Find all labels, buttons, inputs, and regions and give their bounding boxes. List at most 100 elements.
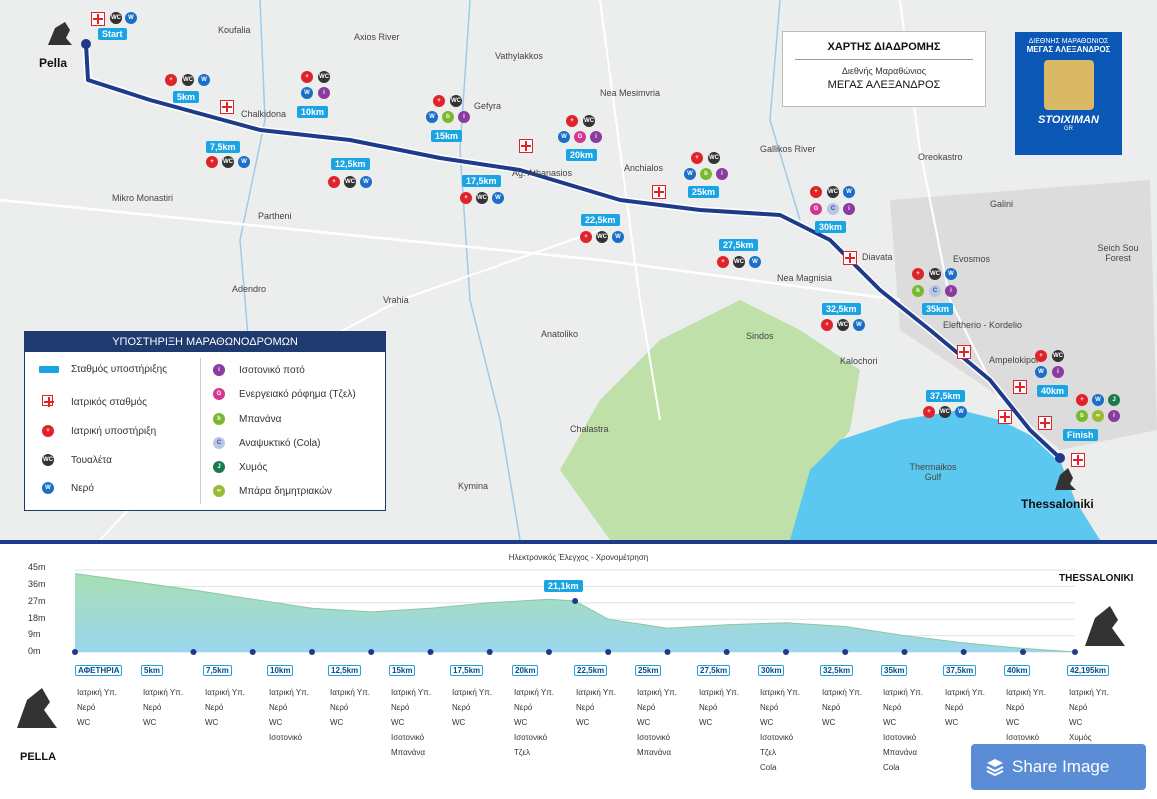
service-item: WC: [452, 718, 466, 727]
peak-marker: 21,1km: [544, 580, 583, 592]
place-label: Kymina: [458, 481, 489, 491]
city-area: [890, 180, 1157, 450]
start-city-label: Pella: [39, 56, 68, 70]
legend-item: Σταθμός υποστήριξης: [71, 364, 168, 375]
station-label: 7,5km: [203, 665, 232, 676]
place-label: Chalkidona: [241, 109, 287, 119]
gel-legend-icon: G: [213, 388, 225, 400]
medical-support-icon: +: [165, 74, 177, 86]
elevation-point: [842, 649, 849, 655]
share-image-label: Share Image: [1012, 757, 1110, 776]
service-item: Ισοτονικό: [269, 733, 303, 742]
toilet-legend-icon: WC: [42, 454, 54, 466]
legend-item: Ενεργειακό ρόφημα (Τζελ): [239, 389, 356, 400]
share-image-button[interactable]: Share Image: [971, 744, 1146, 790]
service-item: WC: [945, 718, 959, 727]
pella-statue-icon: [12, 680, 62, 730]
isotonic-icon: i: [716, 168, 728, 180]
water-icon: W: [426, 111, 438, 123]
place-label: Nea Magnisia: [777, 273, 833, 283]
service-item: WC: [391, 718, 405, 727]
profile-heading: Ηλεκτρονικός Έλεγχος - Χρονομέτρηση: [508, 553, 649, 562]
station-label: 22,5km: [574, 665, 608, 676]
logo-line1: ΔΙΕΘΝΗΣ ΜΑΡΑΘΩΝΙΟΣ: [1028, 38, 1109, 45]
place-label: Adendro: [232, 284, 267, 294]
banana-legend-icon: b: [213, 413, 225, 425]
place-label: Evosmos: [953, 254, 991, 264]
service-item: WC: [269, 718, 283, 727]
service-item: WC: [205, 718, 219, 727]
medical-support-icon: +: [1076, 394, 1088, 406]
service-item: Τζελ: [760, 748, 776, 757]
toilet-icon: WC: [450, 95, 462, 107]
water-icon: W: [1035, 366, 1047, 378]
station-label: 37,5km: [943, 665, 977, 676]
finish-marker: Finish: [1063, 429, 1098, 441]
service-item: WC: [883, 718, 897, 727]
sponsor-suffix: GR: [1064, 126, 1073, 132]
elevation-point: [546, 649, 552, 655]
elevation-point: [1020, 649, 1026, 655]
service-item: Ιατρική Υπ.: [330, 688, 370, 697]
medical-support-icon: +: [810, 186, 822, 198]
medical-support-icon: +: [691, 152, 703, 164]
cereal-bar-legend-icon: ∞: [213, 485, 225, 497]
medical-station-icon: [220, 100, 234, 114]
service-item: Ιατρική Υπ.: [883, 688, 923, 697]
service-item: Cola: [760, 763, 777, 772]
place-label: Gallikos River: [760, 144, 816, 154]
pella-statue-icon: [48, 22, 72, 45]
service-item: Νερό: [330, 703, 349, 712]
station-label: 42,195km: [1067, 665, 1110, 676]
service-item: Ιατρική Υπ.: [945, 688, 985, 697]
service-item: Νερό: [1006, 703, 1025, 712]
service-item: Ιατρική Υπ.: [514, 688, 554, 697]
place-label: Ampelokipoi: [989, 355, 1039, 365]
elevation-profile: Ηλεκτρονικός Έλεγχος - Χρονομέτρηση 45m …: [0, 540, 1157, 799]
service-item: Νερό: [391, 703, 410, 712]
place-label: Koufalia: [218, 25, 251, 35]
service-item: Ιατρική Υπ.: [269, 688, 309, 697]
elevation-point: [1072, 649, 1078, 655]
water-legend-icon: W: [42, 482, 54, 494]
service-item: WC: [699, 718, 713, 727]
y-tick-label: 9m: [28, 629, 41, 639]
service-item: Νερό: [883, 703, 902, 712]
water-icon: W: [843, 186, 855, 198]
toilet-icon: WC: [583, 115, 595, 127]
medical-support-icon: +: [580, 231, 592, 243]
place-label: Seich Sou Forest: [1097, 243, 1139, 263]
toilet-icon: WC: [596, 231, 608, 243]
km-marker: 27,5km: [719, 239, 758, 251]
service-item: Νερό: [143, 703, 162, 712]
service-item: Ιατρική Υπ.: [637, 688, 677, 697]
toilet-icon: WC: [222, 156, 234, 168]
alexander-head-icon: [1043, 60, 1094, 110]
banana-icon: b: [1076, 410, 1088, 422]
legend-item: Μπανάνα: [239, 414, 282, 425]
service-item: Νερό: [1069, 703, 1088, 712]
isotonic-icon: i: [458, 111, 470, 123]
service-item: WC: [77, 718, 91, 727]
station-label: 40km: [1004, 665, 1031, 676]
place-label: Oreokastro: [918, 152, 963, 162]
start-marker: Start: [98, 28, 127, 40]
service-item: Ισοτονικό: [1006, 733, 1040, 742]
station-label: 30km: [758, 665, 785, 676]
medical-support-icon: +: [821, 319, 833, 331]
medical-station-icon: [1013, 380, 1027, 394]
place-label: Mikro Monastiri: [112, 193, 174, 203]
toilet-icon: WC: [318, 71, 330, 83]
service-item: Ιατρική Υπ.: [205, 688, 245, 697]
toilet-icon: WC: [929, 268, 941, 280]
place-label: Ag. Athanasios: [512, 168, 573, 178]
km-marker: 12,5km: [331, 158, 370, 170]
elevation-line: [74, 573, 1076, 653]
